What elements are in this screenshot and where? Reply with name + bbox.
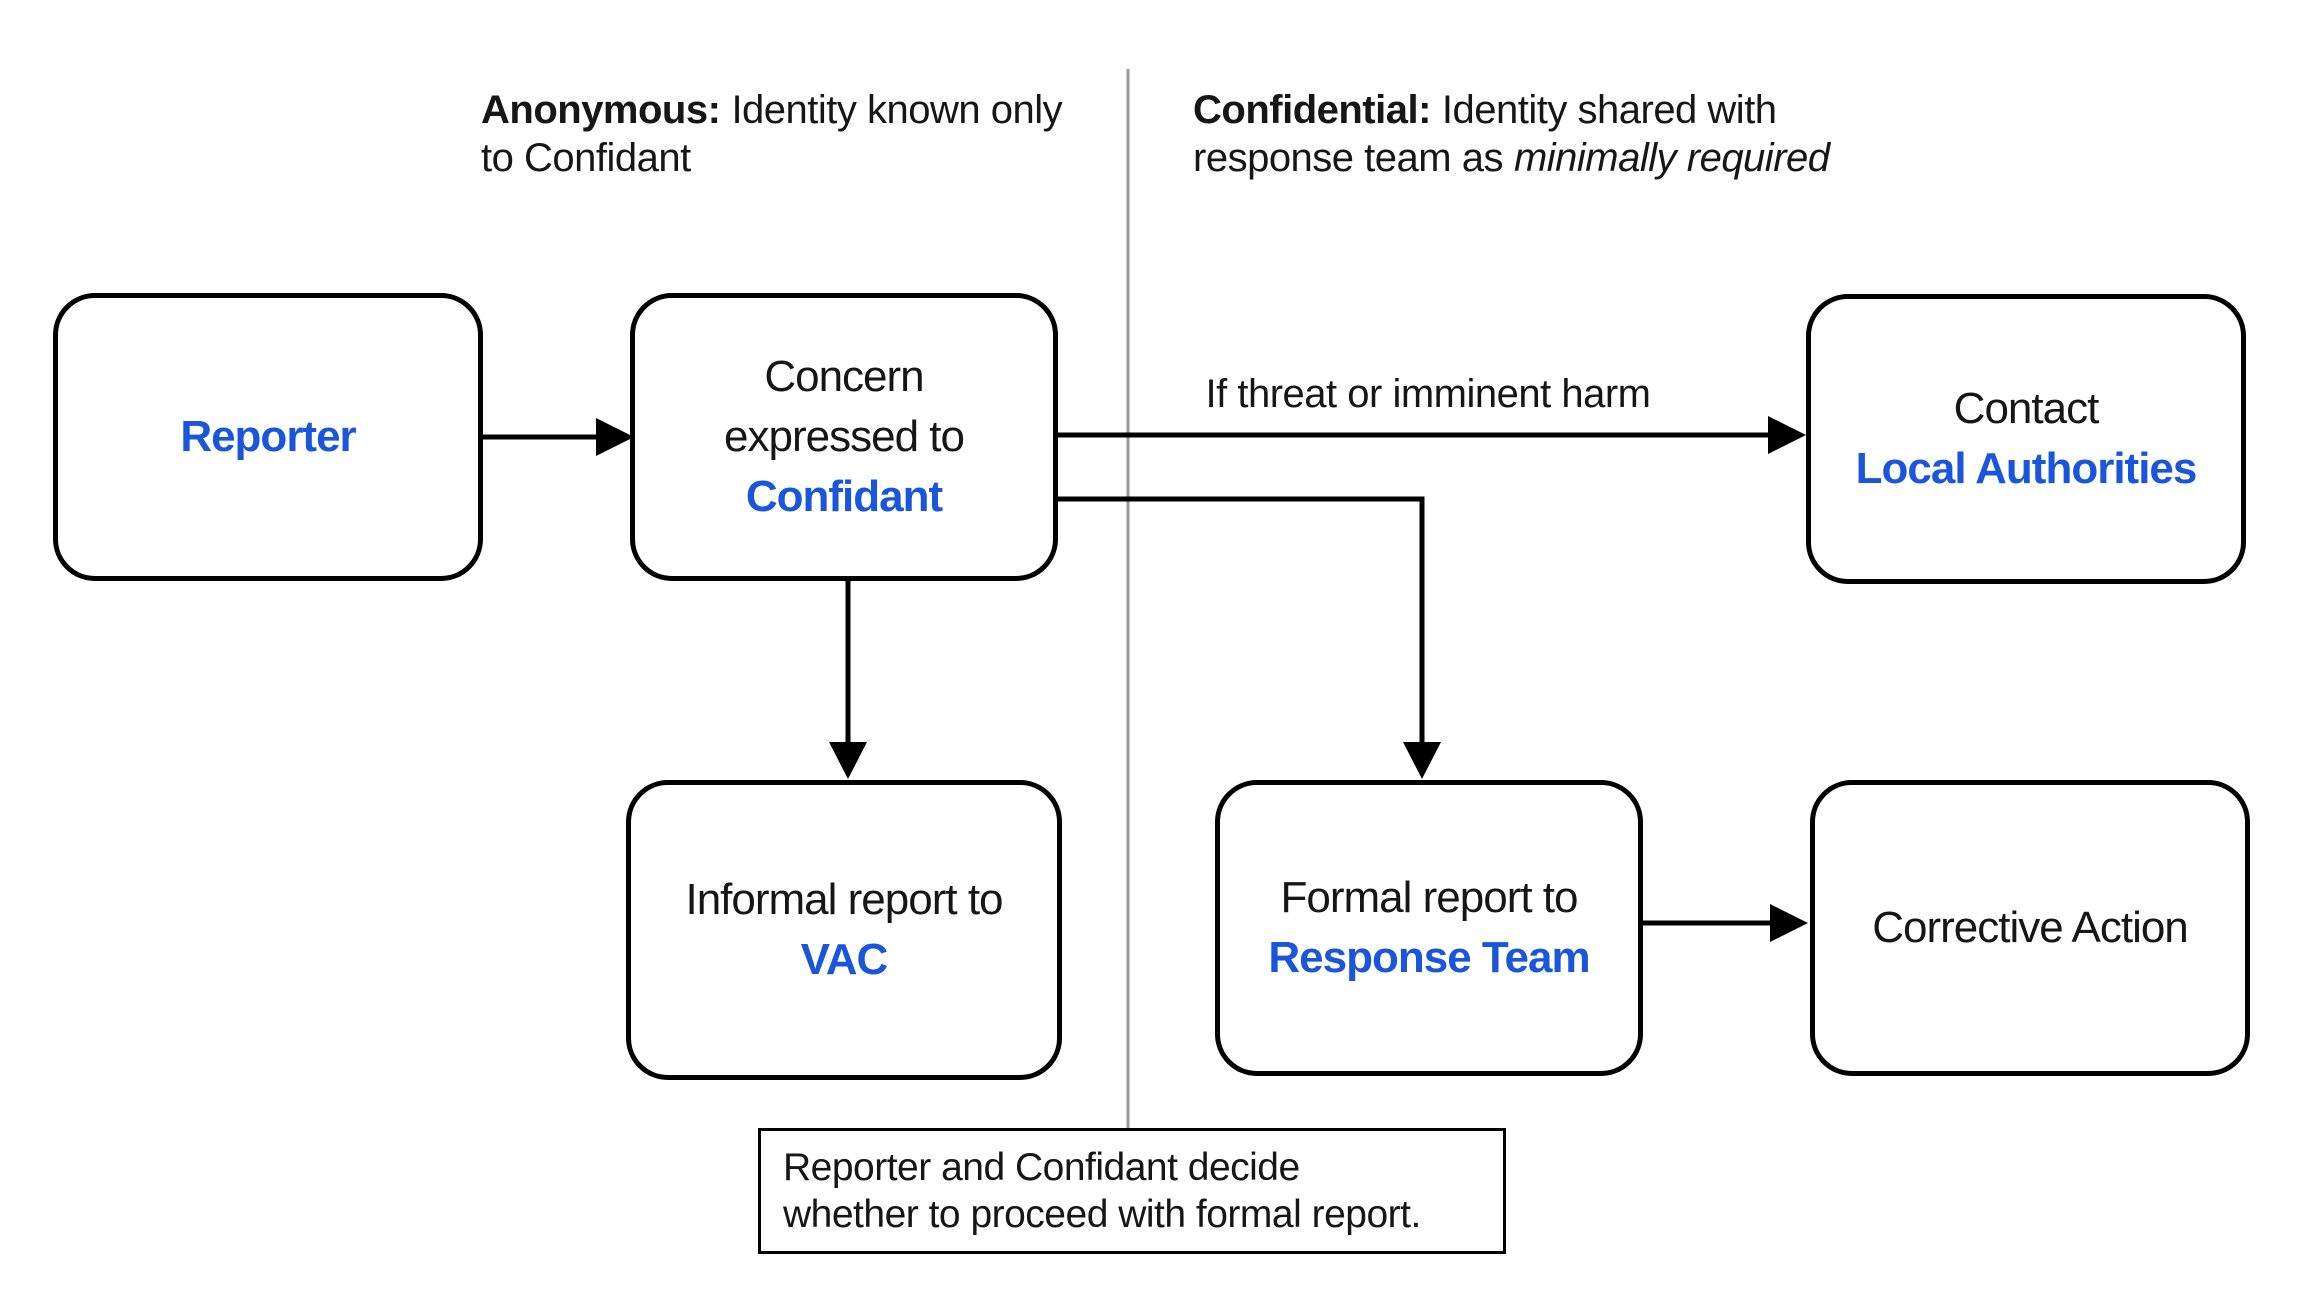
header-confidential-line1: Confidential:Identity shared with	[1193, 88, 1777, 132]
header-anonymous-term: Anonymous:	[481, 88, 721, 132]
node-contact-line1: Contact	[1953, 384, 2100, 433]
note-line2: whether to proceed with formal report.	[783, 1193, 1421, 1236]
header-confidential: Confidential:Identity shared with respon…	[1193, 86, 1830, 182]
node-concern-line1: Concern	[764, 352, 924, 401]
header-confidential-italic: minimally required	[1513, 136, 1830, 180]
node-contact-accent: Local Authorities	[1855, 444, 2198, 493]
header-confidential-term: Confidential:	[1193, 88, 1431, 132]
header-anonymous: Anonymous:Identity known only to Confida…	[481, 86, 1063, 182]
header-anonymous-line1: Anonymous:Identity known only	[481, 88, 1063, 132]
arrow-concern-to-vac	[829, 580, 867, 779]
node-formal-report-to-response-team: Formal report to Response Team	[1215, 780, 1643, 1076]
node-informal-line1: Informal report to	[685, 875, 1003, 924]
node-reporter: Reporter	[53, 293, 483, 581]
node-corrective-label: Corrective Action	[1872, 903, 2189, 952]
node-formal-line1: Formal report to	[1280, 873, 1579, 922]
node-reporter-label: Reporter	[180, 412, 356, 461]
arrow-concern-to-local-authorities	[1058, 416, 1806, 454]
node-informal-report-to-vac: Informal report to VAC	[626, 780, 1062, 1080]
header-anonymous-line2: to Confidant	[481, 136, 691, 180]
node-concern-expressed-to-confidant: Concern expressed to Confidant	[630, 293, 1058, 581]
note-line1: Reporter and Confidant decide	[783, 1146, 1300, 1189]
arrow-concern-to-formal-report	[1058, 496, 1441, 779]
node-corrective-action: Corrective Action	[1810, 780, 2250, 1076]
node-concern-accent: Confidant	[745, 472, 943, 521]
arrow-formal-to-corrective	[1642, 904, 1808, 942]
node-concern-line2: expressed to	[724, 412, 965, 461]
edge-label-threat: If threat or imminent harm	[1205, 372, 1651, 416]
node-formal-accent: Response Team	[1268, 933, 1590, 982]
arrow-reporter-to-concern	[483, 418, 634, 456]
node-informal-accent: VAC	[800, 935, 889, 984]
node-contact-local-authorities: Contact Local Authorities	[1806, 294, 2246, 584]
note-box: Reporter and Confidant decide whether to…	[758, 1128, 1506, 1254]
